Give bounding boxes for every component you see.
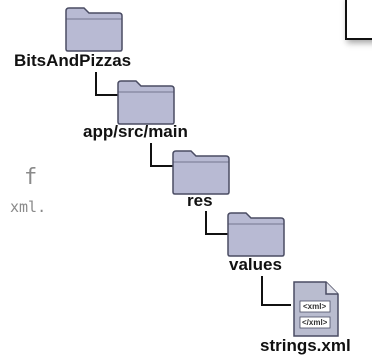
page-edge-graphic <box>345 0 372 40</box>
res-folder-label: res <box>187 191 213 210</box>
root-folder-label: BitsAndPizzas <box>14 51 132 70</box>
folder-icon <box>116 78 176 126</box>
folder-icon <box>171 148 231 196</box>
xml-open-tag: <xml> <box>303 302 327 311</box>
tree-connector <box>205 211 230 235</box>
tree-connector <box>261 276 291 306</box>
strings-xml-file-label: strings.xml <box>260 336 351 355</box>
annotation-line-2: xml. <box>10 198 47 216</box>
tree-connector <box>95 72 120 96</box>
annotation-line-1: f <box>24 165 38 190</box>
xml-file-icon: <xml> </xml> <box>290 279 342 339</box>
xml-close-tag: </xml> <box>302 318 328 327</box>
tree-connector <box>150 143 175 167</box>
values-folder-label: values <box>229 255 282 274</box>
folder-icon <box>226 210 286 258</box>
app-src-main-folder-label: app/src/main <box>83 122 188 141</box>
folder-icon <box>64 5 124 53</box>
